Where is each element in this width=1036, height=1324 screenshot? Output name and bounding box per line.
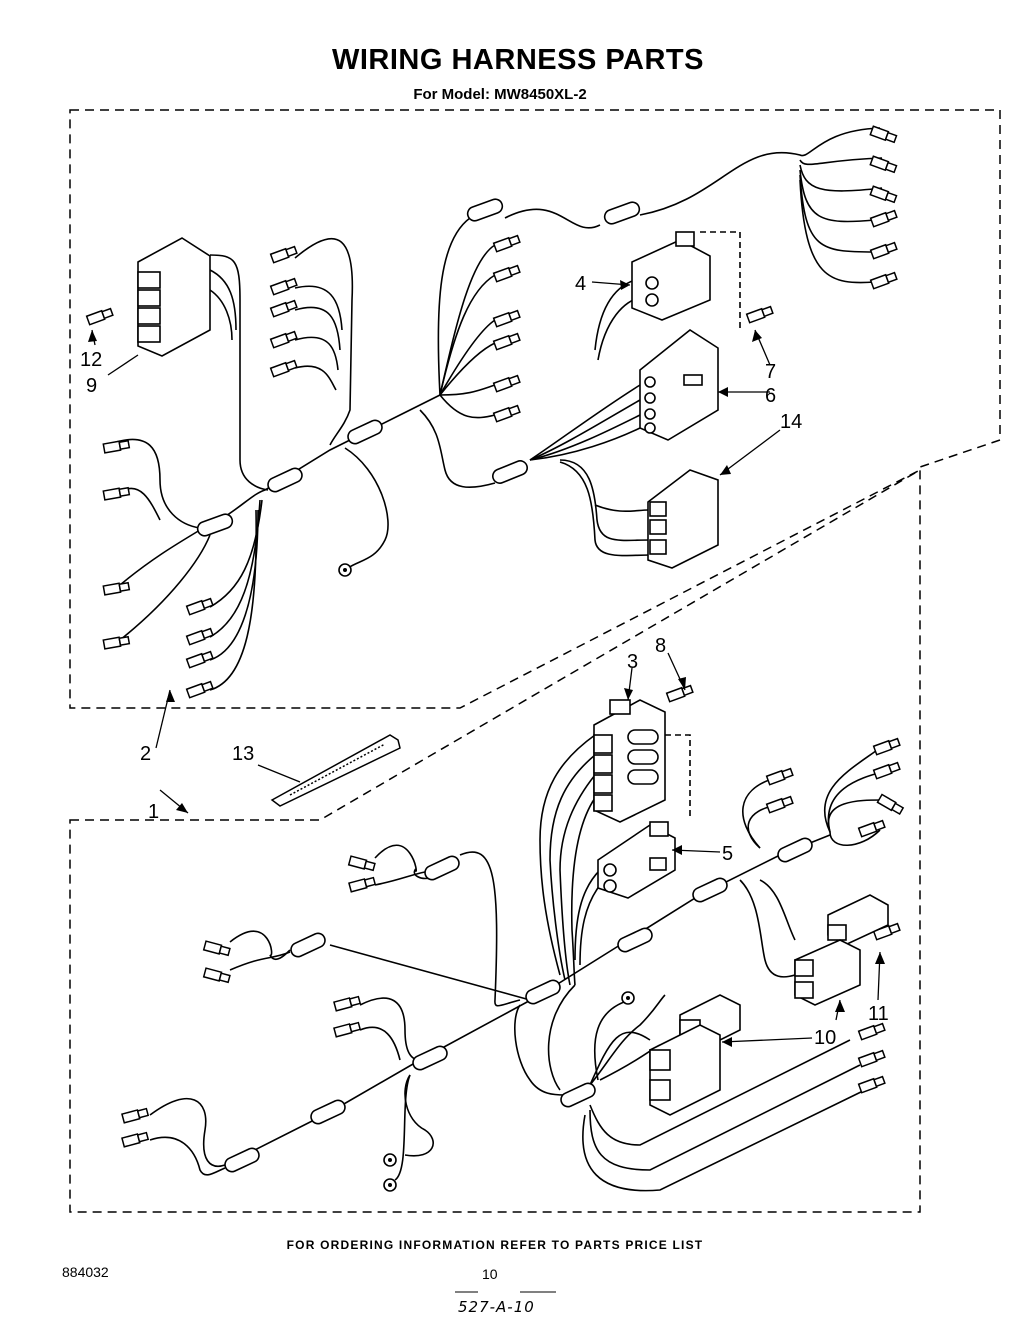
page-title: WIRING HARNESS PARTS [332,44,704,76]
connector-10 [649,994,741,1116]
callout-12: 12 [80,349,102,371]
connector-9 [137,237,211,357]
connector-5 [597,821,676,899]
callout-4: 4 [575,273,586,295]
callout-1: 1 [148,801,159,823]
connector-11 [794,894,889,1006]
connector-4 [631,231,711,321]
callout-13: 13 [232,743,254,765]
model-subtitle: For Model: MW8450XL-2 [413,86,587,103]
ordering-footer: FOR ORDERING INFORMATION REFER TO PARTS … [286,1238,704,1252]
connector-6 [639,329,719,441]
document-number: 884032 [62,1264,109,1280]
callout-11: 11 [868,1003,889,1025]
callout-5: 5 [722,843,733,865]
callout-10: 10 [814,1027,836,1049]
page-number: 10 [482,1266,498,1282]
lower-harness-wires [149,734,883,1192]
callout-3: 3 [627,651,638,673]
callout-14: 14 [780,411,802,433]
upper-harness-wires [109,127,883,691]
tie-strap-13 [270,734,401,807]
connector-14 [647,469,719,569]
harness-2-boundary [69,109,1001,709]
connector-3 [593,699,666,823]
revision-stamp: 527-A-10 [458,1298,535,1316]
callout-6: 6 [765,385,776,407]
harness-1-boundary [69,468,921,1213]
callout-9: 9 [86,375,97,397]
callout-8: 8 [655,635,666,657]
callout-7: 7 [765,361,776,383]
callout-2: 2 [140,743,151,765]
